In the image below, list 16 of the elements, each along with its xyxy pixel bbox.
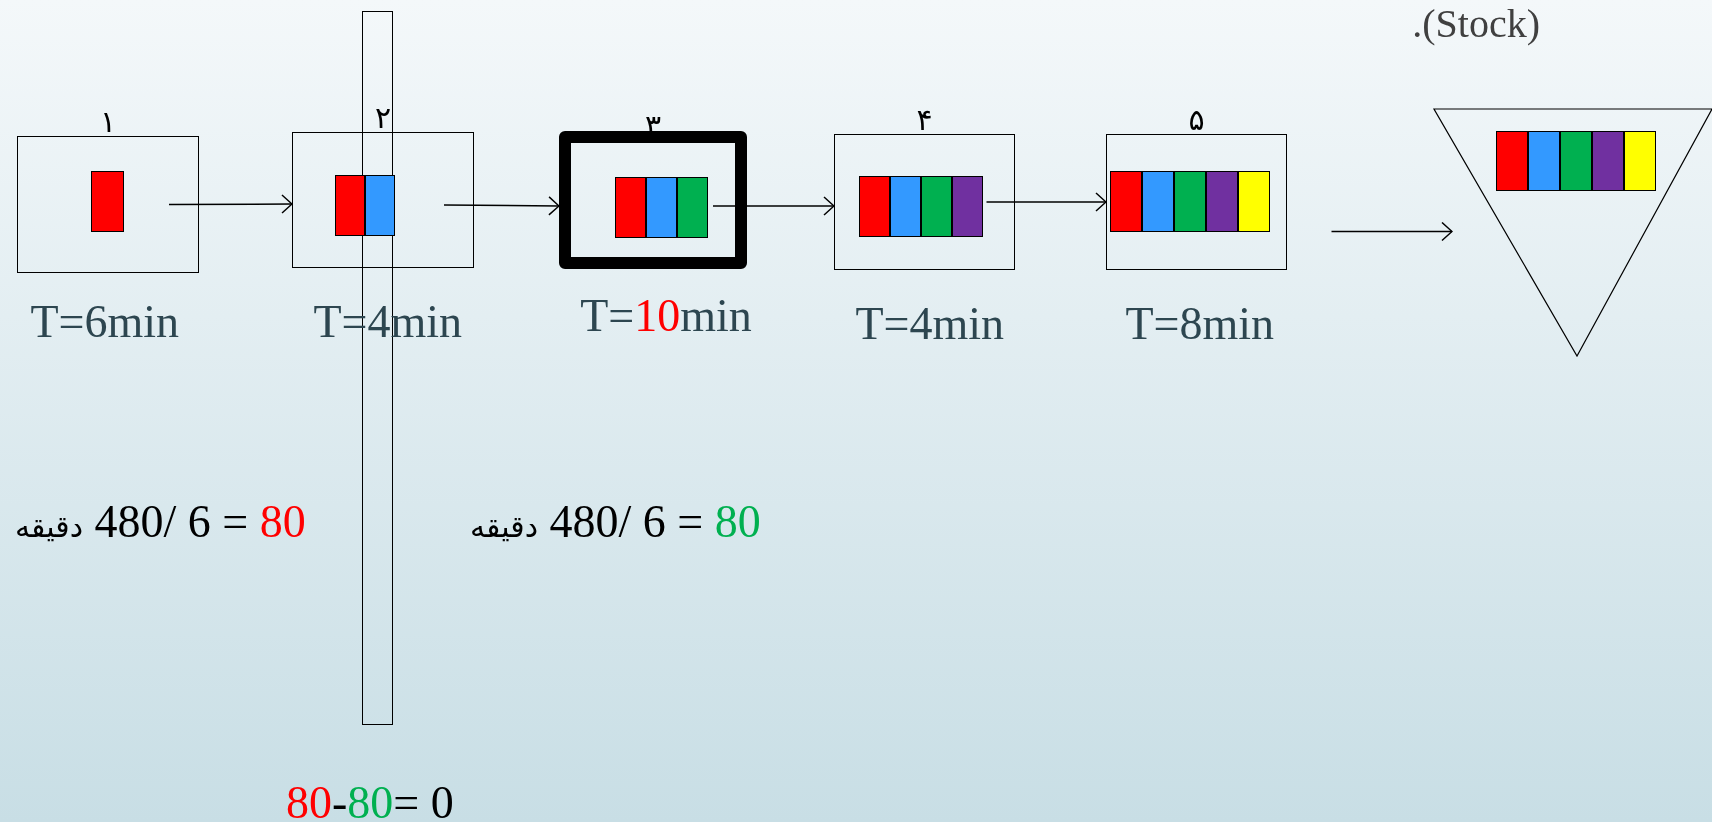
step-number: ۲	[374, 101, 392, 135]
equation-text: 80-80= 0	[286, 777, 454, 822]
time-label: T=8min	[1125, 298, 1275, 349]
arrow	[443, 196, 560, 216]
arrow	[1330, 221, 1453, 242]
time-label: T=10min	[580, 291, 752, 341]
inventory-triangle	[1434, 109, 1712, 356]
arrow	[985, 192, 1107, 212]
time-label: T=4min	[855, 298, 1005, 349]
arrow	[712, 196, 835, 216]
step-number: ۵	[1188, 103, 1205, 137]
arrow	[168, 194, 293, 214]
step-number: ۴	[916, 103, 933, 137]
heading-text: .(Stock)	[1412, 0, 1540, 48]
time-label: T=6min	[30, 296, 180, 347]
step-number: ۱	[99, 105, 117, 139]
